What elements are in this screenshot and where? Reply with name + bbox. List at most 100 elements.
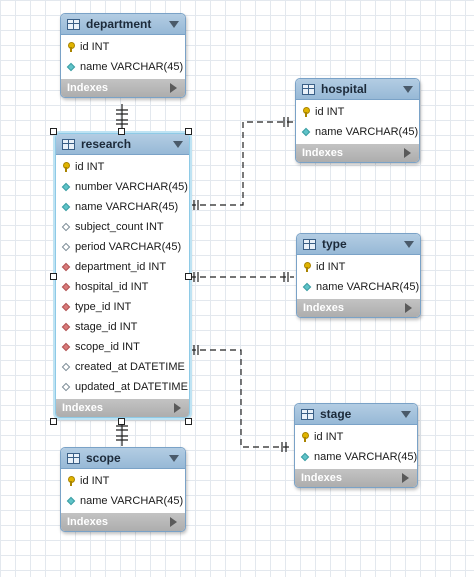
primary-key-icon <box>300 432 310 442</box>
chevron-down-icon[interactable] <box>169 20 179 28</box>
table-icon <box>67 452 80 464</box>
indexes-label: Indexes <box>302 147 343 159</box>
table-header[interactable]: stage <box>295 404 417 425</box>
column-row[interactable]: hospital_id INT <box>56 277 189 297</box>
column-label: updated_at DATETIME <box>75 381 188 393</box>
column-label: number VARCHAR(45) <box>75 181 188 193</box>
column-row[interactable]: type_id INT <box>56 297 189 317</box>
column-row[interactable]: updated_at DATETIME <box>56 377 189 397</box>
column-label: subject_count INT <box>75 221 164 233</box>
column-row[interactable]: id INT <box>61 471 185 491</box>
column-row[interactable]: subject_count INT <box>56 217 189 237</box>
expand-arrow-icon[interactable] <box>174 403 181 413</box>
table-research[interactable]: research id INT number VARCHAR(45) name … <box>55 133 190 418</box>
column-label: id INT <box>80 41 110 53</box>
chevron-down-icon[interactable] <box>403 85 413 93</box>
column-row[interactable]: id INT <box>56 157 189 177</box>
indexes-label: Indexes <box>62 402 103 414</box>
column-label: id INT <box>314 431 344 443</box>
indexes-section[interactable]: Indexes <box>297 299 420 317</box>
primary-key-icon <box>302 262 312 272</box>
table-title: stage <box>320 407 352 421</box>
column-row[interactable]: name VARCHAR(45) <box>61 491 185 511</box>
column-label: created_at DATETIME <box>75 361 185 373</box>
column-row[interactable]: number VARCHAR(45) <box>56 177 189 197</box>
column-label: scope_id INT <box>75 341 140 353</box>
table-title: type <box>322 237 347 251</box>
column-label: name VARCHAR(45) <box>75 201 179 213</box>
column-row[interactable]: name VARCHAR(45) <box>295 447 417 467</box>
chevron-down-icon[interactable] <box>169 454 179 462</box>
indexes-section[interactable]: Indexes <box>295 469 417 487</box>
table-icon <box>62 138 75 150</box>
cyan-diamond-icon <box>300 452 310 462</box>
table-hospital[interactable]: hospital id INT name VARCHAR(45) Indexes <box>295 78 420 163</box>
cyan-diamond-icon <box>61 182 71 192</box>
indexes-section[interactable]: Indexes <box>61 513 185 531</box>
table-icon <box>303 238 316 250</box>
table-stage[interactable]: stage id INT name VARCHAR(45) Indexes <box>294 403 418 488</box>
table-department[interactable]: department id INT name VARCHAR(45) Index… <box>60 13 186 98</box>
table-header[interactable]: hospital <box>296 79 419 100</box>
table-header[interactable]: department <box>61 14 185 35</box>
foreign-key-icon <box>61 342 71 352</box>
column-row[interactable]: stage_id INT <box>56 317 189 337</box>
column-label: name VARCHAR(45) <box>80 61 184 73</box>
column-row[interactable]: department_id INT <box>56 257 189 277</box>
expand-arrow-icon[interactable] <box>402 473 409 483</box>
hollow-diamond-icon <box>61 242 71 252</box>
table-type[interactable]: type id INT name VARCHAR(45) Indexes <box>296 233 421 318</box>
table-header[interactable]: scope <box>61 448 185 469</box>
expand-arrow-icon[interactable] <box>170 517 177 527</box>
column-label: department_id INT <box>75 261 167 273</box>
column-row[interactable]: period VARCHAR(45) <box>56 237 189 257</box>
cyan-diamond-icon <box>66 496 76 506</box>
expand-arrow-icon[interactable] <box>404 148 411 158</box>
primary-key-icon <box>66 476 76 486</box>
indexes-section[interactable]: Indexes <box>61 79 185 97</box>
expand-arrow-icon[interactable] <box>170 83 177 93</box>
primary-key-icon <box>61 162 71 172</box>
chevron-down-icon[interactable] <box>173 140 183 148</box>
column-row[interactable]: id INT <box>61 37 185 57</box>
column-row[interactable]: name VARCHAR(45) <box>56 197 189 217</box>
table-title: scope <box>86 451 121 465</box>
column-label: id INT <box>315 106 345 118</box>
resize-handle-ne[interactable] <box>185 128 192 135</box>
foreign-key-icon <box>61 262 71 272</box>
cyan-diamond-icon <box>302 282 312 292</box>
resize-handle-e[interactable] <box>185 273 192 280</box>
table-icon <box>302 83 315 95</box>
hollow-diamond-icon <box>61 382 71 392</box>
chevron-down-icon[interactable] <box>404 240 414 248</box>
column-row[interactable]: name VARCHAR(45) <box>296 122 419 142</box>
table-scope[interactable]: scope id INT name VARCHAR(45) Indexes <box>60 447 186 532</box>
resize-handle-n[interactable] <box>118 128 125 135</box>
resize-handle-nw[interactable] <box>50 128 57 135</box>
column-row[interactable]: scope_id INT <box>56 337 189 357</box>
column-row[interactable]: id INT <box>296 102 419 122</box>
indexes-section[interactable]: Indexes <box>56 399 189 417</box>
resize-handle-w[interactable] <box>50 273 57 280</box>
column-row[interactable]: created_at DATETIME <box>56 357 189 377</box>
column-row[interactable]: id INT <box>297 257 420 277</box>
indexes-section[interactable]: Indexes <box>296 144 419 162</box>
expand-arrow-icon[interactable] <box>405 303 412 313</box>
resize-handle-sw[interactable] <box>50 418 57 425</box>
column-label: hospital_id INT <box>75 281 149 293</box>
indexes-label: Indexes <box>301 472 342 484</box>
column-row[interactable]: id INT <box>295 427 417 447</box>
indexes-label: Indexes <box>303 302 344 314</box>
column-row[interactable]: name VARCHAR(45) <box>61 57 185 77</box>
table-header[interactable]: type <box>297 234 420 255</box>
chevron-down-icon[interactable] <box>401 410 411 418</box>
resize-handle-se[interactable] <box>185 418 192 425</box>
column-row[interactable]: name VARCHAR(45) <box>297 277 420 297</box>
column-label: name VARCHAR(45) <box>80 495 184 507</box>
table-title: research <box>81 137 132 151</box>
resize-handle-s[interactable] <box>118 418 125 425</box>
table-header[interactable]: research <box>56 134 189 155</box>
foreign-key-icon <box>61 282 71 292</box>
